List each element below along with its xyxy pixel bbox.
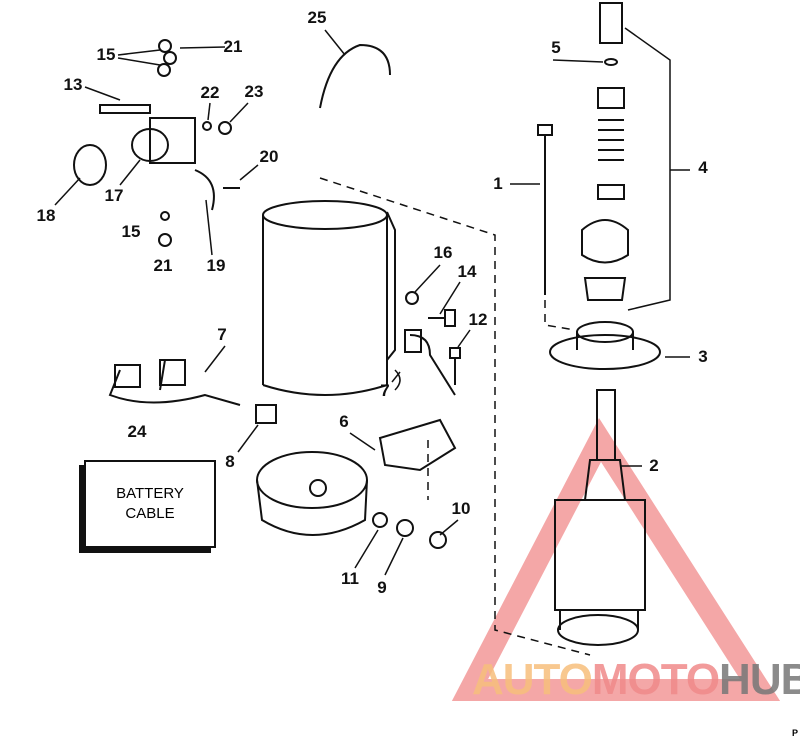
- brush: [159, 359, 186, 386]
- brush: [114, 364, 141, 388]
- battery-cable-line2: CABLE: [125, 505, 175, 522]
- callout: 5: [551, 38, 561, 57]
- boot: [73, 144, 107, 186]
- solenoid: [131, 117, 196, 164]
- armature: [554, 389, 646, 646]
- callout: 18: [36, 206, 56, 225]
- battery-cable-line1: BATTERY: [116, 485, 184, 502]
- brush-spring: [394, 369, 401, 391]
- brush-plate: [378, 418, 457, 472]
- callout: 23: [244, 82, 264, 101]
- corner-mark: P: [792, 728, 799, 738]
- callout: 25: [307, 8, 327, 27]
- brush-lead: [409, 334, 456, 396]
- callout: 4: [698, 158, 708, 177]
- callout: 14: [457, 262, 477, 281]
- strap: [194, 169, 215, 211]
- callout: 17: [104, 186, 124, 205]
- cable-25: [319, 43, 391, 109]
- callout: 19: [206, 256, 226, 275]
- callout: 12: [468, 310, 488, 329]
- callout: 13: [63, 75, 83, 94]
- brush-set: [108, 359, 241, 406]
- callout: 7: [380, 381, 390, 400]
- watermark-logo: AUTOMOTOHUB: [472, 655, 800, 705]
- battery-cable-box: BATTERY CABLE: [84, 460, 216, 548]
- callout: 3: [698, 347, 708, 366]
- callout: 1: [493, 174, 503, 193]
- brush: [404, 329, 422, 353]
- watermark-hub: HUB: [719, 655, 800, 704]
- hardware: [99, 39, 461, 549]
- callout: 10: [451, 499, 471, 518]
- callout: 15: [121, 222, 141, 241]
- callout: 22: [200, 83, 220, 102]
- watermark-moto: MOTO: [591, 655, 720, 704]
- watermark-triangle: [451, 418, 781, 701]
- callout: 9: [377, 578, 387, 597]
- motor-housing: [262, 200, 396, 396]
- callout: 6: [339, 412, 349, 431]
- end-cap: [256, 451, 368, 536]
- callout: 21: [153, 256, 173, 275]
- callout: 15: [96, 45, 116, 64]
- callout: 7: [217, 325, 227, 344]
- callout: 11: [341, 569, 359, 588]
- callout: 20: [259, 147, 279, 166]
- watermark-auto: AUTO: [472, 655, 593, 704]
- bracket-line-4: [624, 27, 671, 311]
- callout: 16: [433, 243, 453, 262]
- callout: 8: [225, 452, 235, 471]
- drive-assembly: [581, 2, 629, 301]
- drive-end-frame: [549, 321, 661, 370]
- callout: 2: [649, 456, 659, 475]
- callout: 24: [127, 422, 147, 441]
- through-bolt: [537, 124, 553, 295]
- leader-lines: [54, 29, 690, 576]
- callout: 21: [223, 37, 243, 56]
- alignment-lines: [319, 177, 591, 656]
